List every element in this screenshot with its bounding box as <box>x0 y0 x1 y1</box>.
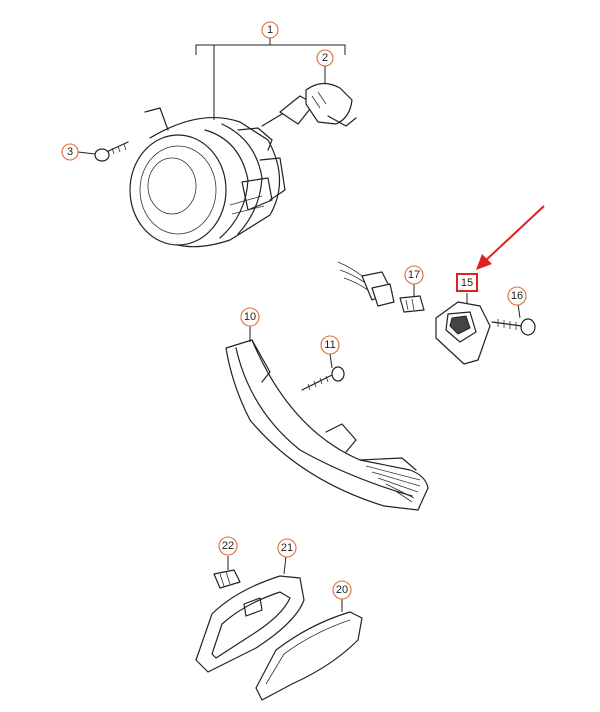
callout-22-label: 22 <box>222 540 234 552</box>
callout-3-label: 3 <box>67 146 73 158</box>
screw-16 <box>491 303 536 336</box>
highlight-arrow <box>476 205 545 270</box>
callout-20-label: 20 <box>336 584 348 596</box>
connector-17 <box>337 261 425 313</box>
callout-1-label: 1 <box>267 24 273 36</box>
lens-20 <box>255 598 363 701</box>
screw-3 <box>77 141 129 162</box>
screw-11 <box>301 353 345 391</box>
callout-11-label: 11 <box>324 339 335 351</box>
callout-20: 20 <box>332 580 352 600</box>
callout-2: 2 <box>316 49 334 84</box>
callout-22: 22 <box>218 536 238 556</box>
callout-17: 17 <box>404 265 424 285</box>
callout-15-highlighted: 15 <box>456 273 478 292</box>
callout-10-label: 10 <box>244 311 256 323</box>
holder-15 <box>435 293 491 365</box>
callout-1: 1 <box>261 21 279 39</box>
frame-21 <box>195 555 305 673</box>
callout-17-label: 17 <box>408 269 420 281</box>
callout-16: 16 <box>507 286 527 306</box>
callout-21-label: 21 <box>281 542 293 554</box>
bulb-22 <box>213 556 241 589</box>
callout-11: 11 <box>320 335 340 355</box>
callout-2-label: 2 <box>322 52 328 64</box>
callout-15-label: 15 <box>461 277 473 289</box>
callout-21: 21 <box>277 538 297 558</box>
fog-lamp-assembly <box>129 38 357 248</box>
callout-10: 10 <box>240 307 260 327</box>
callout-16-label: 16 <box>511 290 523 302</box>
callout-3: 3 <box>61 143 79 161</box>
side-marker-housing-10 <box>225 326 429 511</box>
